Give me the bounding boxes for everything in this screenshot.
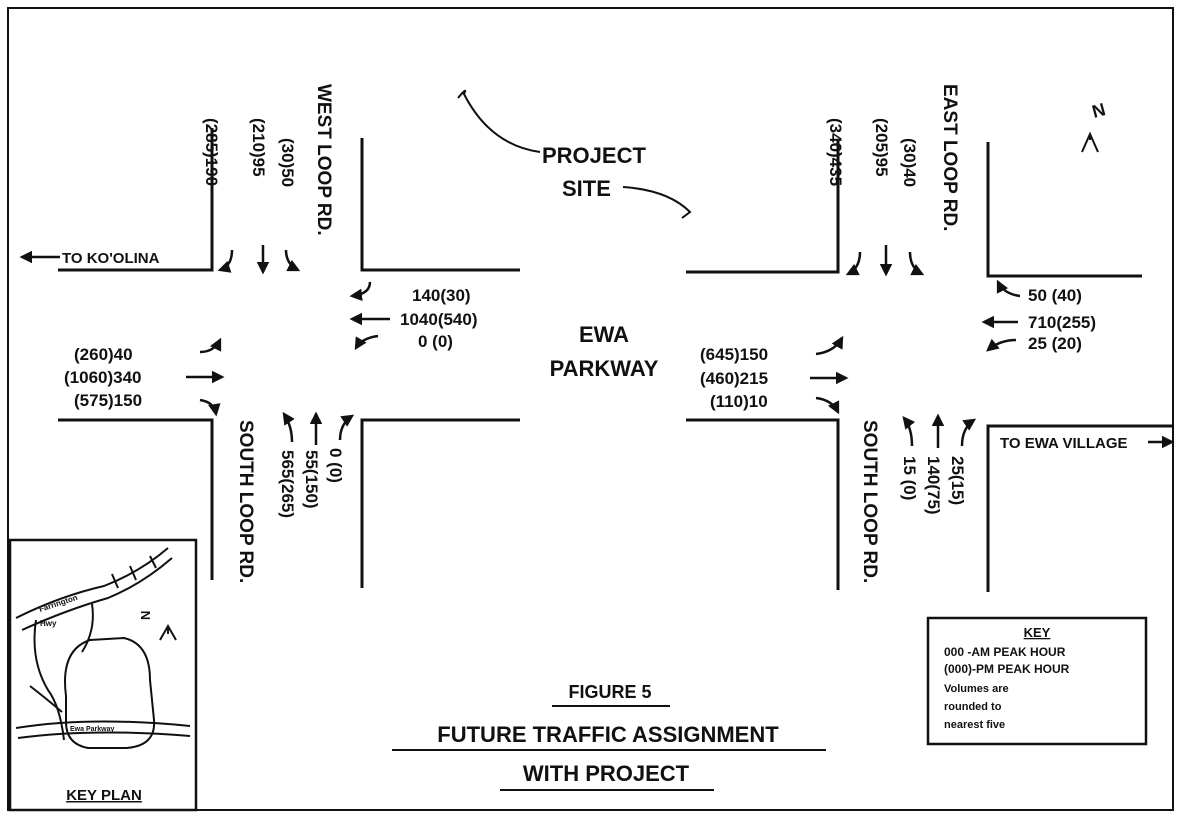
road-edges [58, 128, 1172, 592]
road-edge-west-sw [58, 418, 214, 580]
west-nb-right-arrow [282, 411, 295, 443]
key-plan-title: KEY PLAN [66, 787, 142, 804]
legend-key: KEY 000 -AM PEAK HOUR (000)-PM PEAK HOUR… [926, 616, 1148, 746]
south-loop-label-east: SOUTH LOOP RD. [859, 420, 880, 583]
figure-title-line1: FUTURE TRAFFIC ASSIGNMENT [437, 722, 779, 747]
project-site-leaders [457, 89, 692, 219]
road-edge-west-nw [58, 128, 214, 272]
page-border [7, 7, 1174, 811]
west-sb-left-arrow [284, 249, 301, 272]
west-nb-left-arrow [338, 414, 355, 441]
east-wb-thru-volume: 710(255) [1028, 313, 1096, 332]
east-eb-right-volume: (110)10 [710, 392, 768, 411]
key-plan-farrington-label: Farrington [38, 593, 79, 614]
road-edge-east-nw [686, 140, 840, 274]
key-note-1: Volumes are [944, 683, 1009, 695]
east-eb-left-volume: (645)150 [700, 345, 768, 364]
figure-number: FIGURE 5 [568, 682, 651, 702]
key-plan-north-arrow [159, 623, 177, 641]
east-nb-thru-volume: 140(75) [924, 456, 943, 515]
key-box [926, 616, 1148, 746]
road-edge-east-sw [686, 418, 840, 590]
figure-title-line2: WITH PROJECT [523, 761, 690, 786]
south-loop-label-west: SOUTH LOOP RD. [235, 420, 256, 583]
road-edge-west-se [360, 418, 520, 588]
east-eb-left-arrow [815, 335, 844, 356]
west-nb-left-volume: 0 (0) [326, 448, 345, 483]
west-eb-left-arrow [199, 337, 222, 354]
east-eb-right-arrow [815, 396, 840, 415]
west-wb-left-volume: 0 (0) [418, 332, 453, 351]
key-plan-parkway-label: Ewa Parkway [70, 726, 114, 733]
east-turn-arrows [810, 245, 1021, 448]
west-wb-left-arrow [354, 334, 379, 351]
project-site-label-1: PROJECT [542, 143, 646, 168]
ewa-parkway-label-1: EWA [579, 322, 629, 347]
west-sb-right-arrow [217, 249, 234, 273]
east-nb-right-volume: 15 (0) [900, 456, 919, 500]
key-plan-ewa-parkway [15, 720, 191, 729]
east-nb-right-arrow [902, 416, 916, 447]
west-wb-thru-volume: 1040(540) [400, 310, 478, 329]
east-sb-right-arrow [845, 251, 862, 276]
east-wb-right-volume: 50 (40) [1028, 286, 1082, 305]
key-plan-hwy-label: Hwy [40, 619, 57, 628]
west-sb-thru-volume: (210)95 [249, 118, 268, 177]
west-nb-thru-volume: 55(150) [302, 450, 321, 509]
key-line-am: 000 -AM PEAK HOUR [944, 645, 1066, 659]
west-eb-right-arrow [199, 398, 221, 417]
north-label: N [1090, 99, 1108, 122]
key-plan-farrington-hwy [15, 547, 169, 619]
west-sb-left-volume: (30)50 [278, 138, 297, 187]
west-eb-thru-volume: (1060)340 [64, 368, 142, 387]
east-eb-thru-volume: (460)215 [700, 369, 768, 388]
east-sb-right-volume: (340)435 [826, 118, 845, 186]
west-loop-label: WEST LOOP RD. [313, 84, 334, 236]
key-line-pm: (000)-PM PEAK HOUR [944, 662, 1070, 676]
key-plan-center-road [81, 603, 94, 653]
road-edge-west-ne [360, 138, 520, 272]
key-plan-frame [8, 538, 198, 812]
to-ewa-village-label: TO EWA VILLAGE [1000, 435, 1128, 452]
east-sb-left-volume: (30)40 [900, 138, 919, 187]
key-plan-inset: Farrington Hwy Ewa Parkway N KEY PLAN [8, 538, 198, 812]
west-sb-right-volume: (285)190 [202, 118, 221, 186]
west-eb-left-volume: (260)40 [74, 345, 133, 364]
key-plan-west-road [33, 619, 65, 741]
road-edge-east-se [986, 424, 1172, 592]
west-wb-right-volume: 140(30) [412, 286, 471, 305]
svg-text:N: N [138, 611, 153, 620]
east-nb-left-volume: 25(15) [948, 456, 967, 505]
project-site-label-2: SITE [562, 176, 611, 201]
figure-title: FIGURE 5 FUTURE TRAFFIC ASSIGNMENT WITH … [392, 682, 826, 791]
road-edge-east-ne [986, 142, 1142, 278]
west-wb-right-arrow [349, 281, 372, 302]
east-nb-left-arrow [960, 418, 977, 447]
key-title: KEY [1024, 625, 1051, 640]
east-wb-left-volume: 25 (20) [1028, 334, 1082, 353]
west-volumes: (285)190 (210)95 (30)50 140(30) 1040(540… [64, 118, 478, 518]
project-leader-lower [622, 186, 692, 219]
east-wb-left-arrow [986, 338, 1017, 352]
north-arrow: N [1081, 99, 1108, 153]
east-wb-right-arrow [996, 279, 1021, 298]
ewa-parkway-label-2: PARKWAY [550, 356, 659, 381]
east-sb-left-arrow [908, 251, 925, 276]
key-note-2: rounded to [944, 701, 1002, 713]
east-volumes: (340)435 (205)95 (30)40 50 (40) 710(255)… [700, 118, 1096, 515]
east-sb-thru-volume: (205)95 [872, 118, 891, 177]
project-leader-upper [457, 89, 541, 153]
key-plan-loop [64, 636, 156, 749]
key-note-3: nearest five [944, 719, 1005, 731]
east-loop-label: EAST LOOP RD. [939, 84, 960, 231]
to-koolina-label: TO KO'OLINA [62, 250, 160, 267]
west-nb-right-volume: 565(265) [278, 450, 297, 518]
west-eb-right-volume: (575)150 [74, 391, 142, 410]
west-turn-arrows [186, 245, 390, 445]
